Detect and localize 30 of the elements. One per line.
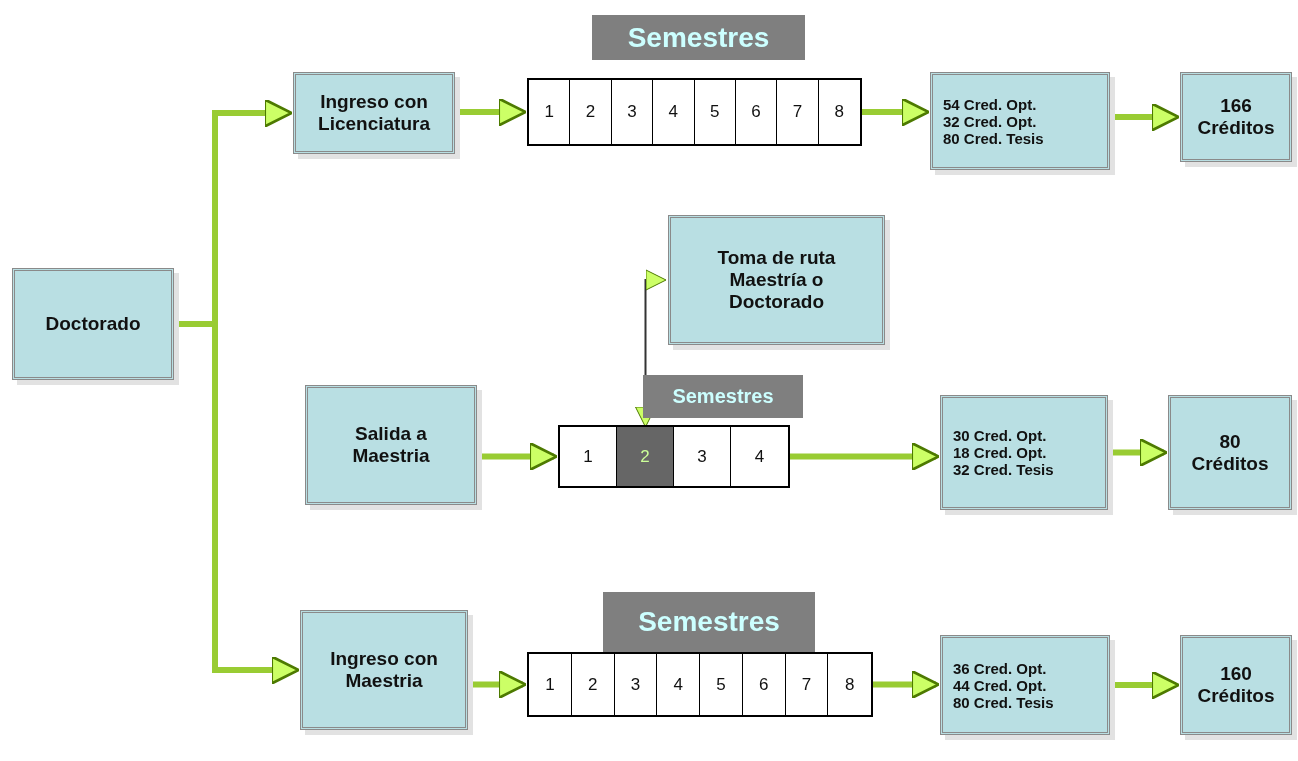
box-label: Toma de ruta Maestría o Doctorado xyxy=(716,247,837,313)
box-label: 18 Cred. Opt. xyxy=(953,444,1047,461)
semester-strip xyxy=(527,78,862,146)
box-label: Ingreso con Maestria xyxy=(329,648,439,692)
box-label: 80 Cred. Tesis xyxy=(943,129,1044,147)
box-label: 160 Créditos xyxy=(1197,663,1275,707)
banner-title: Semestres xyxy=(672,385,774,408)
semester-cell: 2 xyxy=(617,427,674,486)
semesters-banner xyxy=(592,15,805,60)
arrow xyxy=(873,669,941,700)
banner-title: Semestres xyxy=(627,21,770,54)
arrow xyxy=(790,441,941,472)
box-label: 44 Cred. Opt. xyxy=(953,676,1047,694)
box-label: Salida a Maestria xyxy=(351,423,431,467)
box-label: 80 Créditos xyxy=(1190,430,1270,475)
arrow xyxy=(862,97,931,127)
box-label: Doctorado xyxy=(45,313,141,335)
box-label: 166 Créditos xyxy=(1197,95,1275,139)
box-label: 54 Cred. Opt. xyxy=(943,95,1037,113)
box-label: 80 Cred. Tesis xyxy=(953,693,1054,711)
banner-title: Semestres xyxy=(638,606,780,638)
semesters-banner xyxy=(643,375,803,418)
box-label: 32 Cred. Tesis xyxy=(953,461,1054,478)
box-label: Ingreso con Licenciatura xyxy=(317,91,431,135)
box-label: 32 Cred. Opt. xyxy=(943,112,1037,130)
semester-strip xyxy=(527,652,873,717)
box-label: 30 Cred. Opt. xyxy=(953,427,1047,444)
box-label: 36 Cred. Opt. xyxy=(953,659,1047,677)
semesters-banner xyxy=(603,592,815,652)
semester-strip xyxy=(558,425,790,488)
